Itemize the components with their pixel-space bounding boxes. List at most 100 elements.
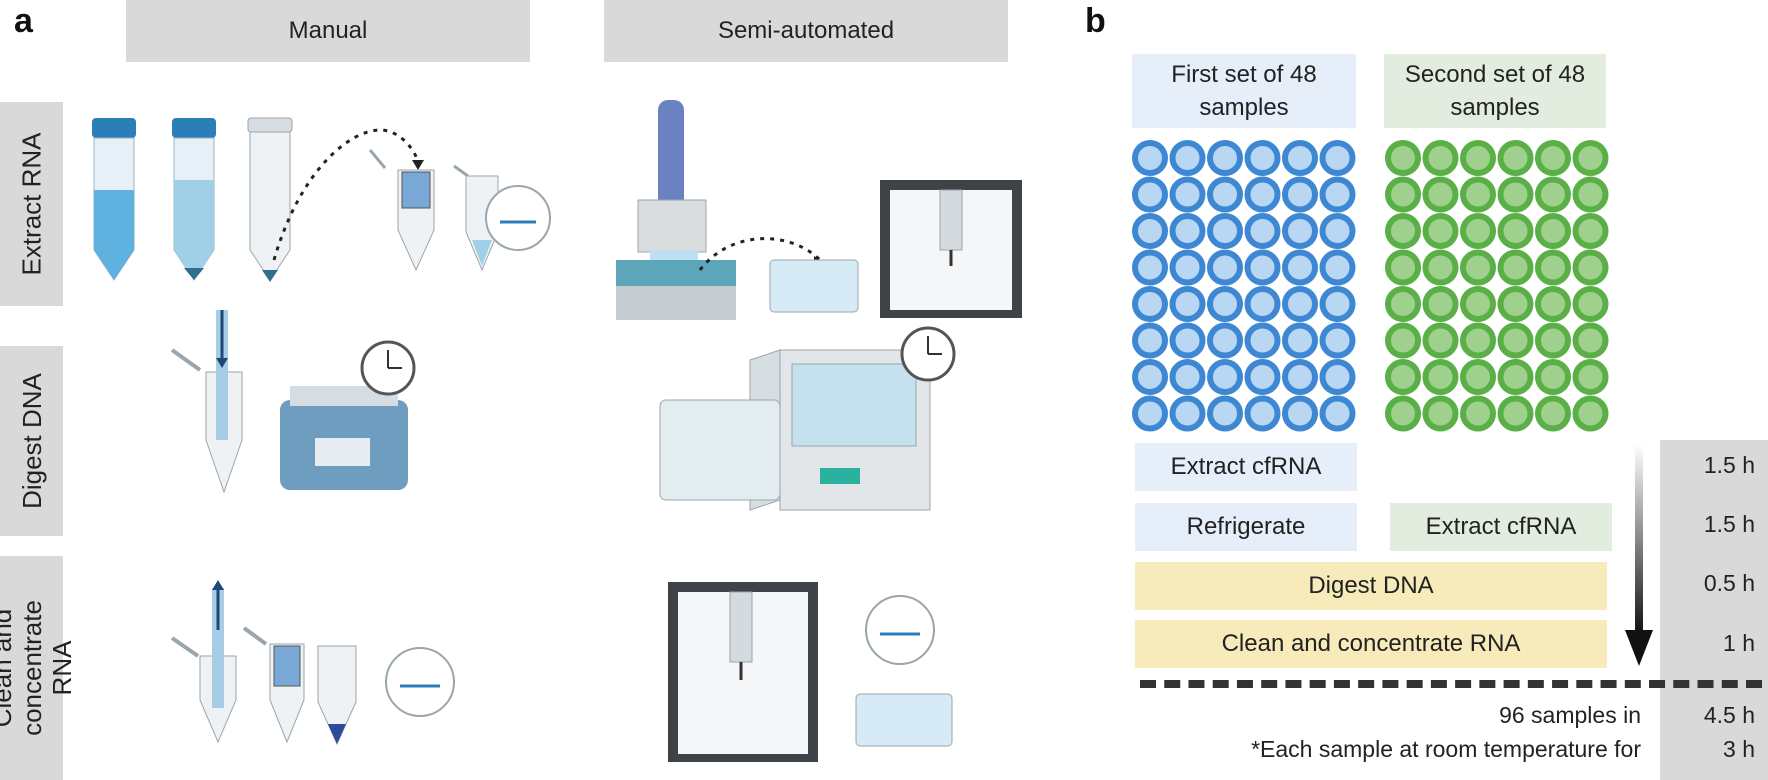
conical-tube-icon <box>172 118 216 281</box>
well-circle <box>1319 395 1356 432</box>
clock-icon <box>900 326 956 382</box>
second-set-well-grid <box>1385 140 1609 432</box>
first-set-label: First set of 48 samples <box>1132 54 1356 128</box>
summary-room-temp-text: *Each sample at room temperature for <box>1251 736 1641 762</box>
well-circle <box>1422 176 1459 213</box>
well-circle <box>1572 249 1609 286</box>
manual-extract-rna-illustration <box>92 117 551 282</box>
well-circle <box>1422 359 1459 395</box>
well-circle <box>1169 395 1206 432</box>
well-circle <box>1244 359 1281 395</box>
tip-rack-icon <box>616 280 736 320</box>
row-label-extract-rna: Extract RNA <box>0 102 63 306</box>
well-circle <box>1169 176 1206 213</box>
well-circle <box>1460 286 1496 322</box>
well-circle <box>1572 322 1609 359</box>
well-circle <box>1132 249 1168 286</box>
well-circle <box>1572 359 1609 395</box>
column-header-manual: Manual <box>126 0 530 62</box>
well-circle <box>1497 249 1534 286</box>
well-circle <box>1169 213 1206 249</box>
timeline-arrow <box>1625 444 1653 666</box>
well-circle <box>1282 286 1318 322</box>
well-circle <box>1572 286 1609 322</box>
well-circle <box>1207 359 1243 395</box>
well-circle <box>1497 395 1534 432</box>
well-circle <box>1535 395 1571 432</box>
well-circle <box>1169 322 1206 359</box>
well-circle <box>1132 140 1168 176</box>
magnify-circle <box>485 185 551 251</box>
well-circle <box>1385 286 1421 322</box>
well-circle <box>1244 322 1281 359</box>
step-first-refrigerate: Refrigerate <box>1135 503 1357 551</box>
well-circle <box>1319 249 1356 286</box>
well-circle <box>1497 286 1534 322</box>
well-circle <box>1319 286 1356 322</box>
semi-clean-concentrate-illustration <box>668 582 953 762</box>
well-circle <box>1385 213 1421 249</box>
well-circle <box>1385 359 1421 395</box>
time-step-3: 0.5 h <box>1703 570 1755 596</box>
manual-digest-dna-illustration <box>170 310 416 494</box>
well-circle <box>1132 213 1168 249</box>
well-circle <box>1535 359 1571 395</box>
conical-tube-icon <box>247 117 293 282</box>
well-circle <box>1244 395 1281 432</box>
well-circle <box>1385 395 1421 432</box>
well-circle <box>1282 359 1318 395</box>
second-set-label: Second set of 48 samples <box>1384 54 1606 128</box>
sample-plate-icon <box>769 259 859 313</box>
deep-well-plate-icon <box>659 399 781 501</box>
well-circle <box>1497 359 1534 395</box>
well-circle <box>1535 176 1571 213</box>
well-circle <box>1460 213 1496 249</box>
well-circle <box>1244 213 1281 249</box>
time-step-4: 1 h <box>1723 630 1755 656</box>
clock-icon <box>360 340 416 396</box>
step-clean-concentrate: Clean and concentrate RNA <box>1135 620 1607 668</box>
well-circle <box>1169 286 1206 322</box>
row-label-clean-concentrate-text: Clean and concentrate RNA <box>0 600 77 736</box>
well-circle <box>1460 322 1496 359</box>
microtube-icon <box>453 164 499 272</box>
well-circle <box>1572 395 1609 432</box>
multichannel-pipette-icon <box>637 100 707 286</box>
well-circle <box>1319 140 1356 176</box>
well-circle <box>1535 249 1571 286</box>
well-circle <box>1422 249 1459 286</box>
well-circle <box>1207 213 1243 249</box>
well-circle <box>1169 359 1206 395</box>
pcr-plate-icon <box>855 693 953 747</box>
well-circle <box>1497 213 1534 249</box>
well-circle <box>1385 249 1421 286</box>
well-circle <box>1460 140 1496 176</box>
first-set-label-text: First set of 48 samples <box>1171 61 1317 121</box>
spin-column-tube-icon <box>242 626 305 744</box>
well-circle <box>1535 322 1571 359</box>
well-circle <box>1169 140 1206 176</box>
well-circle <box>1132 395 1168 432</box>
well-circle <box>1319 213 1356 249</box>
well-circle <box>1460 249 1496 286</box>
well-circle <box>1497 140 1534 176</box>
time-step-1: 1.5 h <box>1703 452 1755 478</box>
well-circle <box>1385 322 1421 359</box>
first-set-well-grid <box>1132 140 1356 432</box>
summary-room-temp-time: 3 h <box>1723 736 1755 762</box>
row-label-digest-dna-text: Digest DNA <box>16 373 47 509</box>
time-column <box>1660 440 1768 780</box>
microtube-icon <box>317 645 357 746</box>
well-circle <box>1422 395 1459 432</box>
well-circle <box>1535 140 1571 176</box>
well-circle <box>1244 249 1281 286</box>
well-circle <box>1244 286 1281 322</box>
microtube-icon <box>170 580 237 744</box>
well-circle <box>1207 322 1243 359</box>
well-circle <box>1460 176 1496 213</box>
well-circle <box>1207 395 1243 432</box>
well-circle <box>1535 286 1571 322</box>
well-circle <box>1572 213 1609 249</box>
panel-b-letter: b <box>1085 2 1106 40</box>
well-circle <box>1132 322 1168 359</box>
